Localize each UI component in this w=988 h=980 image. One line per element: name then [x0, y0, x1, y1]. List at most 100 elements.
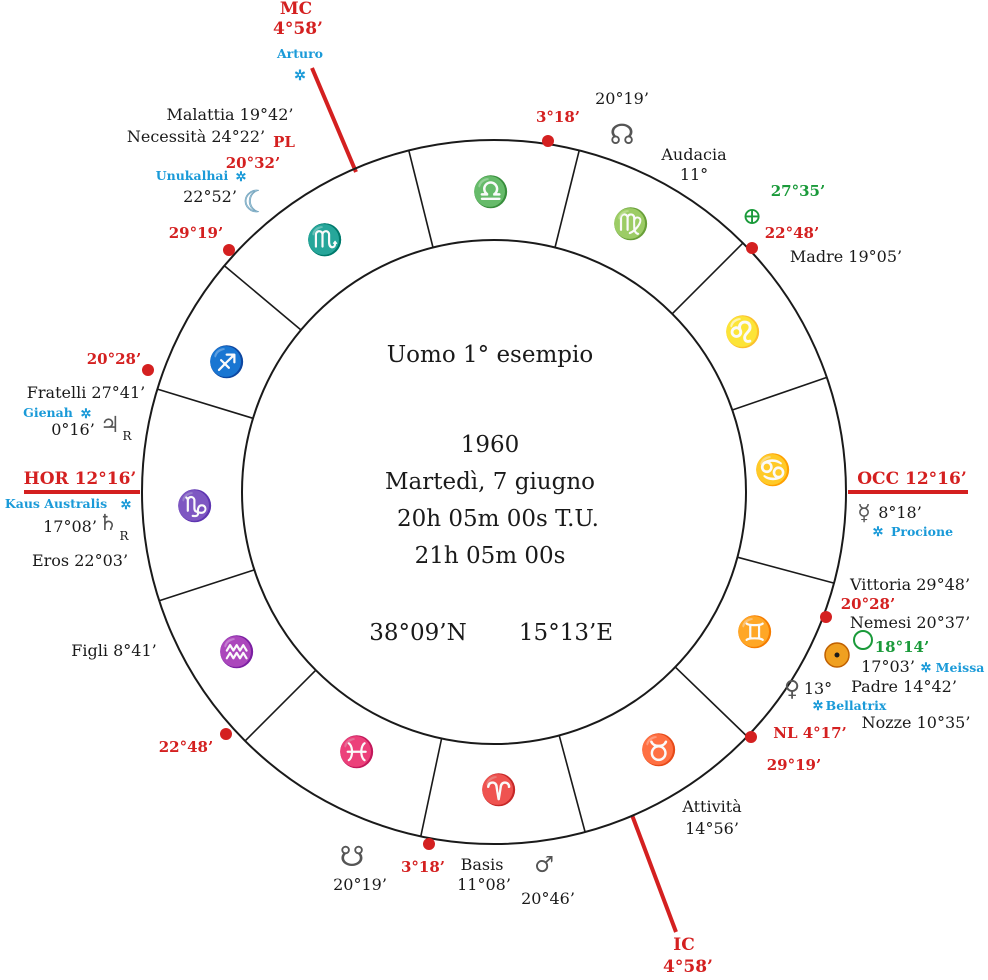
divider-line	[732, 376, 828, 411]
star-icon: ✲	[121, 498, 132, 513]
mc-label: MC	[280, 0, 312, 19]
madre-label: Madre 19°05’	[790, 247, 902, 266]
south-node-degree: 20°19’	[333, 875, 387, 894]
cusp-dot	[220, 728, 232, 740]
desc-label: OCC 12°16’	[857, 469, 967, 489]
divider-line	[737, 556, 835, 584]
latitude: 38°09’N	[369, 620, 466, 646]
south-node-icon: ☋	[340, 840, 365, 873]
cusp-label: 3°18’	[536, 108, 580, 126]
mercury-degree: 8°18’	[878, 503, 922, 522]
birth-time-ut: 20h 05m 00s T.U.	[397, 506, 599, 532]
outer-ring	[141, 139, 847, 845]
cusp-label: 22°48’	[159, 738, 213, 756]
divider-line	[157, 388, 254, 420]
north-node-degree: 20°19’	[595, 89, 649, 108]
lilith-icon	[853, 630, 873, 650]
jupiter-retrograde: R	[122, 429, 132, 443]
saturn-retrograde: R	[119, 529, 129, 543]
divider-line	[158, 569, 255, 602]
aquarius-icon: ♒	[218, 634, 255, 670]
inner-ring	[241, 239, 747, 745]
chart-title: Uomo 1° esempio	[387, 342, 593, 368]
star-procione-label: Procione	[891, 524, 953, 539]
star-gienah-label: Gienah	[23, 405, 73, 420]
cusp-label: 29°19’	[767, 756, 821, 774]
capricorn-icon: ♑	[176, 488, 213, 524]
birth-time-local: 21h 05m 00s	[415, 543, 566, 569]
sagittarius-icon: ♐	[208, 344, 245, 380]
virgo-icon: ♍	[612, 206, 649, 242]
birth-date: Martedì, 7 giugno	[385, 469, 595, 495]
divider-line	[244, 669, 317, 742]
cusp-dot	[820, 611, 832, 623]
divider-line	[554, 150, 580, 248]
necessita-label: Necessità 24°22’	[127, 127, 265, 146]
eros-label: Eros 22°03’	[32, 551, 128, 570]
fortuna-icon: ⊕	[742, 202, 762, 230]
venus-icon: ♀	[784, 677, 800, 702]
jupiter-degree: 0°16’	[51, 420, 95, 439]
fratelli-label: Fratelli 27°41’	[27, 383, 145, 402]
zodiac-signs: ♎ ♍ ♌ ♋ ♊ ♉ ♈ ♓ ♒ ♑ ♐ ♏	[176, 174, 791, 808]
sign-dividers	[157, 150, 835, 837]
ic-axis-line	[630, 814, 678, 933]
star-kaus-label: Kaus Australis	[5, 496, 107, 511]
cusp-dot	[745, 731, 757, 743]
pluto-label: PL	[273, 133, 295, 151]
aries-icon: ♈	[480, 772, 517, 808]
divider-line	[408, 150, 434, 248]
mc-degree: 4°58’	[273, 19, 323, 39]
cusp-label: 29°19’	[169, 224, 223, 242]
attivita-degree: 14°56’	[685, 819, 739, 838]
saturn-degree: 17°08’	[43, 517, 97, 536]
vittoria-label: Vittoria 29°48’	[849, 575, 970, 594]
star-icon: ✲	[813, 699, 824, 714]
divider-line	[420, 738, 443, 837]
cusp-label: 3°18’	[401, 858, 445, 876]
taurus-icon: ♉	[640, 732, 677, 768]
mars-degree: 20°46’	[521, 889, 575, 908]
star-meissa-label: Meissa	[936, 660, 985, 675]
cusp-dot	[542, 135, 554, 147]
star-arturo-label: Arturo	[276, 46, 323, 61]
cusp-dot	[423, 838, 435, 850]
new-moon-label: NL 4°17’	[773, 724, 847, 742]
asc-label: HOR 12°16’	[24, 469, 137, 489]
mars-icon: ♂	[534, 853, 554, 878]
nozze-label: Nozze 10°35’	[862, 713, 971, 732]
audacia-label: Audacia	[660, 145, 727, 164]
jupiter-icon: ♃	[100, 413, 120, 438]
cancer-icon: ♋	[754, 452, 791, 488]
north-node-icon: ☊	[610, 118, 635, 151]
star-icon: ✲	[873, 525, 884, 540]
star-icon: ✲	[921, 661, 932, 676]
cusp-dots	[142, 135, 832, 850]
scorpio-icon: ♏	[306, 222, 343, 258]
moon-icon: ☾	[243, 185, 270, 220]
moon-degree: 22°52’	[183, 187, 237, 206]
fortuna-degree: 27°35’	[771, 182, 825, 200]
basis-label: Basis	[461, 855, 504, 874]
star-icon: ✲	[294, 68, 306, 84]
sun-degree: 17°03’	[861, 657, 915, 676]
cusp-dot	[746, 242, 758, 254]
birth-year: 1960	[461, 432, 520, 458]
cusp-dot	[142, 364, 154, 376]
divider-line	[674, 666, 748, 738]
basis-degree: 11°08’	[457, 875, 511, 894]
divider-line	[558, 735, 586, 833]
divider-line	[223, 265, 302, 331]
sun-center-dot	[834, 652, 840, 658]
audacia-degree: 11°	[680, 165, 708, 184]
cusp-label: 20°28’	[87, 350, 141, 368]
padre-label: Padre 14°42’	[851, 677, 957, 696]
venus-degree: 13°	[804, 679, 832, 698]
star-icon: ✲	[236, 170, 247, 185]
star-bellatrix-label: Bellatrix	[826, 698, 887, 713]
gemini-icon: ♊	[736, 614, 773, 650]
libra-icon: ♎	[472, 174, 509, 210]
ic-label: IC	[673, 935, 694, 955]
pluto-degree: 20°32’	[226, 154, 280, 172]
